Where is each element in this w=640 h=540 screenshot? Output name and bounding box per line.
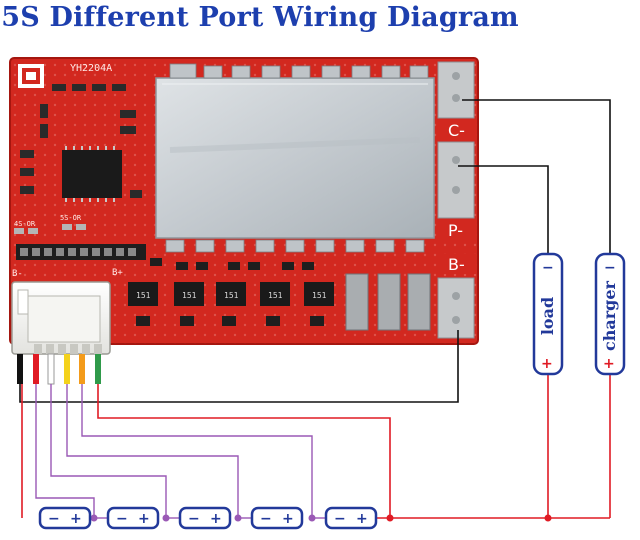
battery-cells: − + − + − + − + − + — [38, 506, 378, 530]
balance-resistors — [345, 273, 431, 331]
load-device: − load + — [532, 252, 564, 376]
small-black-parts-row — [150, 258, 314, 270]
top-mosfet-tabs — [169, 63, 429, 79]
load-minus-sign: − — [542, 260, 554, 276]
cell-minus-sign: − — [188, 511, 200, 527]
heatsink — [155, 77, 435, 239]
cell-plus-sign: + — [356, 511, 368, 527]
purple-wires — [35, 384, 326, 520]
resistor-row — [16, 244, 146, 260]
transistor-row — [136, 316, 324, 326]
pad-mid — [437, 141, 475, 219]
mosfet-3: 151 — [216, 282, 246, 306]
charger-plus-sign: + — [603, 356, 615, 372]
load-label: load — [538, 297, 557, 335]
solder-jumpers — [14, 224, 86, 234]
charger-label: charger — [600, 280, 619, 351]
diagram-title: 5S Different Port Wiring Diagram — [1, 2, 519, 33]
battery-cell-3: − + — [178, 506, 232, 530]
label-5s-or: 5S-OR — [60, 214, 82, 222]
cell-minus-sign: − — [48, 511, 60, 527]
svg-text:151: 151 — [182, 291, 197, 300]
mosfet-row: 151 151 151 151 151 — [128, 282, 334, 306]
board-logo — [18, 64, 44, 88]
charger-device: − charger + — [594, 252, 626, 376]
black-wires — [19, 99, 611, 403]
bottom-mosfet-tabs — [165, 239, 425, 253]
svg-text:151: 151 — [268, 291, 283, 300]
charger-minus-sign: − — [604, 260, 616, 276]
cell-plus-sign: + — [210, 511, 222, 527]
svg-text:151: 151 — [224, 291, 239, 300]
cell-plus-sign: + — [138, 511, 150, 527]
red-wires — [21, 374, 611, 519]
smd-components — [20, 84, 142, 198]
ic-chip — [62, 146, 122, 202]
load-plus-sign: + — [541, 356, 553, 372]
label-b-plus: B+ — [112, 268, 123, 278]
label-4s-or: 4S-OR — [14, 220, 36, 228]
board-model-label: YH2204A — [70, 63, 112, 74]
balance-connector — [11, 281, 111, 355]
pad-top — [437, 61, 475, 119]
svg-text:B-: B- — [448, 255, 465, 274]
mosfet-1: 151 — [128, 282, 158, 306]
cell-plus-sign: + — [70, 511, 82, 527]
cell-minus-sign: − — [260, 511, 272, 527]
bms-board: YH2204A — [9, 57, 479, 345]
svg-text:151: 151 — [312, 291, 327, 300]
cell-minus-sign: − — [116, 511, 128, 527]
purple-junctions — [90, 514, 316, 522]
label-b-minus-left: B- — [12, 269, 23, 279]
svg-text:151: 151 — [136, 291, 151, 300]
red-junctions — [386, 514, 552, 522]
battery-cell-4: − + — [250, 506, 304, 530]
pad-p-minus: P- — [438, 220, 476, 240]
battery-cell-2: − + — [106, 506, 160, 530]
mosfet-5: 151 — [304, 282, 334, 306]
cell-plus-sign: + — [282, 511, 294, 527]
mosfet-2: 151 — [174, 282, 204, 306]
connector-wire-stubs — [17, 354, 101, 384]
pad-bottom — [437, 277, 475, 339]
pad-b-minus: B- — [438, 254, 476, 274]
mosfet-4: 151 — [260, 282, 290, 306]
cell-minus-sign: − — [334, 511, 346, 527]
svg-text:P-: P- — [448, 221, 463, 240]
pad-c-minus: C- — [438, 120, 476, 140]
battery-cell-1: − + — [38, 506, 92, 530]
svg-text:C-: C- — [448, 121, 465, 140]
battery-cell-5: − + — [324, 506, 378, 530]
